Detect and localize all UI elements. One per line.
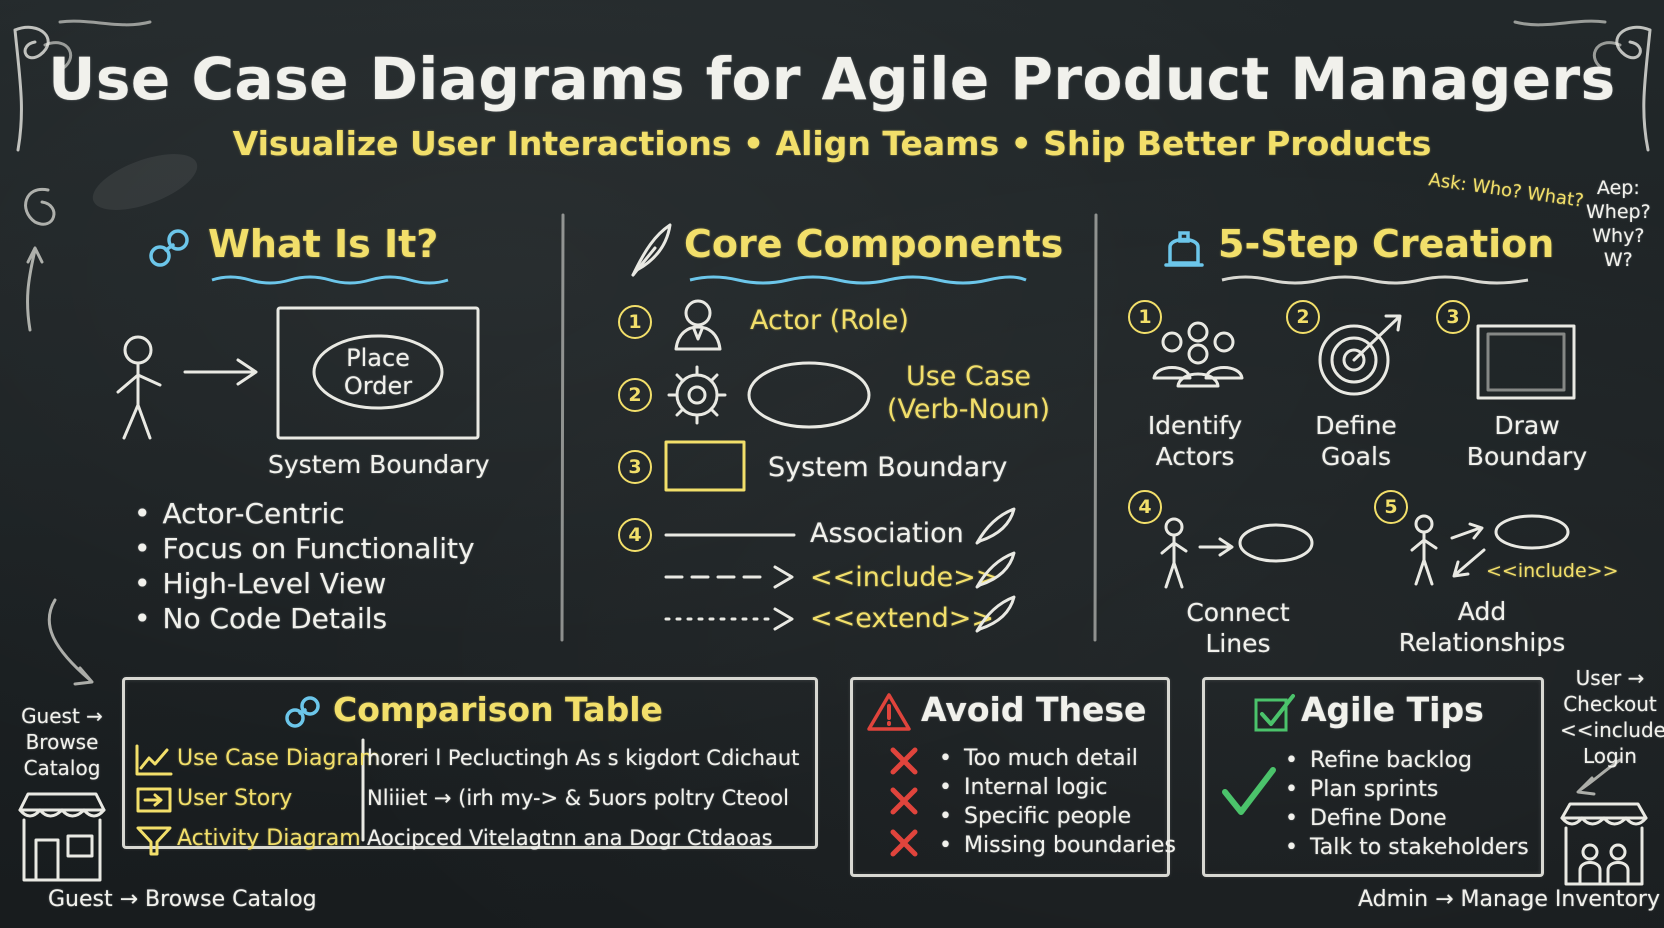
relationship-lines bbox=[664, 533, 796, 631]
list-item: Plan sprints bbox=[1285, 775, 1529, 804]
bell-icon bbox=[1164, 231, 1204, 267]
step-label: Add Relationships bbox=[1398, 597, 1566, 657]
use-case-oval bbox=[747, 361, 871, 429]
side-note-right: User → Checkout <<include>> Login bbox=[1560, 666, 1664, 768]
link-icon bbox=[149, 229, 189, 267]
step-number: 2 bbox=[618, 378, 652, 412]
bottom-note-left: Guest → Browse Catalog bbox=[48, 887, 317, 912]
relationships-icon bbox=[1410, 514, 1570, 586]
step-number: 3 bbox=[618, 450, 652, 484]
list-item: No Code Details bbox=[134, 601, 475, 636]
gear-icon bbox=[667, 365, 727, 425]
actor-role-icon bbox=[674, 299, 722, 351]
list-item: Define Done bbox=[1285, 804, 1529, 833]
use-case-oval-label: Place Order bbox=[343, 344, 413, 400]
five-step-heading: 5-Step Creation bbox=[1218, 222, 1555, 266]
side-note-questions: Aep: Whep? Why? W? bbox=[1586, 177, 1651, 271]
list-item: Actor-Centric bbox=[134, 496, 475, 531]
agile-tips-panel: Agile Tips Refine backlog Plan sprints D… bbox=[1202, 677, 1544, 877]
agile-tips-list: Refine backlog Plan sprints Define Done … bbox=[1285, 746, 1529, 862]
include-label: <<include>> bbox=[810, 562, 999, 593]
shop-icon bbox=[1560, 802, 1648, 886]
table-divider bbox=[361, 738, 365, 842]
avoid-heading: Avoid These bbox=[921, 690, 1147, 729]
extend-label: <<extend>> bbox=[810, 603, 995, 634]
list-item: Missing boundaries bbox=[939, 831, 1176, 860]
x-icons bbox=[890, 747, 918, 857]
table-row: Use Case Diagram horeri l Pecluctingh As… bbox=[125, 742, 799, 780]
step-number: 3 bbox=[1436, 300, 1470, 334]
boundary-icon bbox=[1476, 324, 1576, 400]
agile-tips-heading: Agile Tips bbox=[1301, 690, 1484, 729]
avoid-these-panel: Avoid These Too much detail Internal log… bbox=[850, 677, 1176, 877]
step-number: 1 bbox=[1128, 300, 1162, 334]
checkbox-icon bbox=[1254, 694, 1295, 732]
target-icon bbox=[1318, 314, 1402, 396]
include-tag: <<include>> bbox=[1486, 560, 1619, 582]
core-components-heading: Core Components bbox=[684, 222, 1064, 266]
list-item: Focus on Functionality bbox=[134, 531, 475, 566]
what-is-it-bullets: Actor-Centric Focus on Functionality Hig… bbox=[134, 496, 475, 636]
step-label: Draw Boundary bbox=[1466, 411, 1588, 471]
step-number: 5 bbox=[1374, 490, 1408, 524]
group-icon bbox=[1152, 321, 1244, 388]
feather-icon bbox=[631, 223, 672, 277]
list-item: Talk to stakeholders bbox=[1285, 833, 1529, 862]
table-row: User Story Nliiiet → (irh my-> & 5uors p… bbox=[125, 782, 789, 820]
comparison-heading: Comparison Table bbox=[333, 690, 663, 729]
step-label: Define Goals bbox=[1315, 411, 1397, 471]
list-item: Specific people bbox=[939, 802, 1176, 831]
chart-line-icon bbox=[135, 744, 173, 776]
avoid-list: Too much detail Internal logic Specific … bbox=[939, 744, 1176, 860]
heading-underline bbox=[211, 275, 449, 285]
table-row: Activity Diagram Aocipced Vitelagtnn ana… bbox=[125, 822, 785, 860]
storefront-icon bbox=[18, 792, 106, 882]
system-boundary-label: System Boundary bbox=[268, 450, 490, 479]
association-label: Association bbox=[810, 518, 964, 549]
heading-underline bbox=[689, 275, 1027, 285]
list-item: High-Level View bbox=[134, 566, 475, 601]
warning-icon bbox=[867, 693, 911, 731]
funnel-icon bbox=[136, 826, 172, 856]
page-subtitle: Visualize User Interactions • Align Team… bbox=[232, 124, 1432, 163]
side-note-left: Guest → Browse Catalog bbox=[21, 704, 103, 780]
what-is-it-heading: What Is It? bbox=[208, 222, 439, 266]
heading-underline bbox=[1221, 275, 1529, 285]
step-label: Connect Lines bbox=[1186, 598, 1290, 658]
list-item: Too much detail bbox=[939, 744, 1176, 773]
feather-icons bbox=[975, 507, 1016, 633]
comparison-table: Comparison Table Use Case Diagram horeri… bbox=[122, 677, 818, 856]
list-item: Refine backlog bbox=[1285, 746, 1529, 775]
step-number: 4 bbox=[1128, 490, 1162, 524]
step-label: Identify Actors bbox=[1147, 411, 1243, 471]
actor-icon bbox=[123, 335, 153, 365]
bottom-note-right: Admin → Manage Inventory bbox=[1358, 887, 1660, 912]
system-boundary-component-label: System Boundary bbox=[768, 452, 1008, 483]
list-item: Internal logic bbox=[939, 773, 1176, 802]
page-title: Use Case Diagrams for Agile Product Mana… bbox=[48, 45, 1616, 113]
step-number: 1 bbox=[618, 305, 652, 339]
connect-lines-icon bbox=[1160, 517, 1314, 589]
link-icon bbox=[285, 696, 320, 728]
step-number: 4 bbox=[618, 518, 652, 552]
step-number: 2 bbox=[1286, 300, 1320, 334]
use-case-label: Use Case (Verb-Noun) bbox=[887, 361, 1050, 425]
what-is-it-diagram bbox=[116, 306, 480, 440]
story-card-icon bbox=[136, 787, 172, 813]
system-boundary-box bbox=[664, 440, 746, 492]
actor-role-label: Actor (Role) bbox=[750, 305, 909, 336]
checkmark-icon bbox=[1222, 767, 1276, 815]
